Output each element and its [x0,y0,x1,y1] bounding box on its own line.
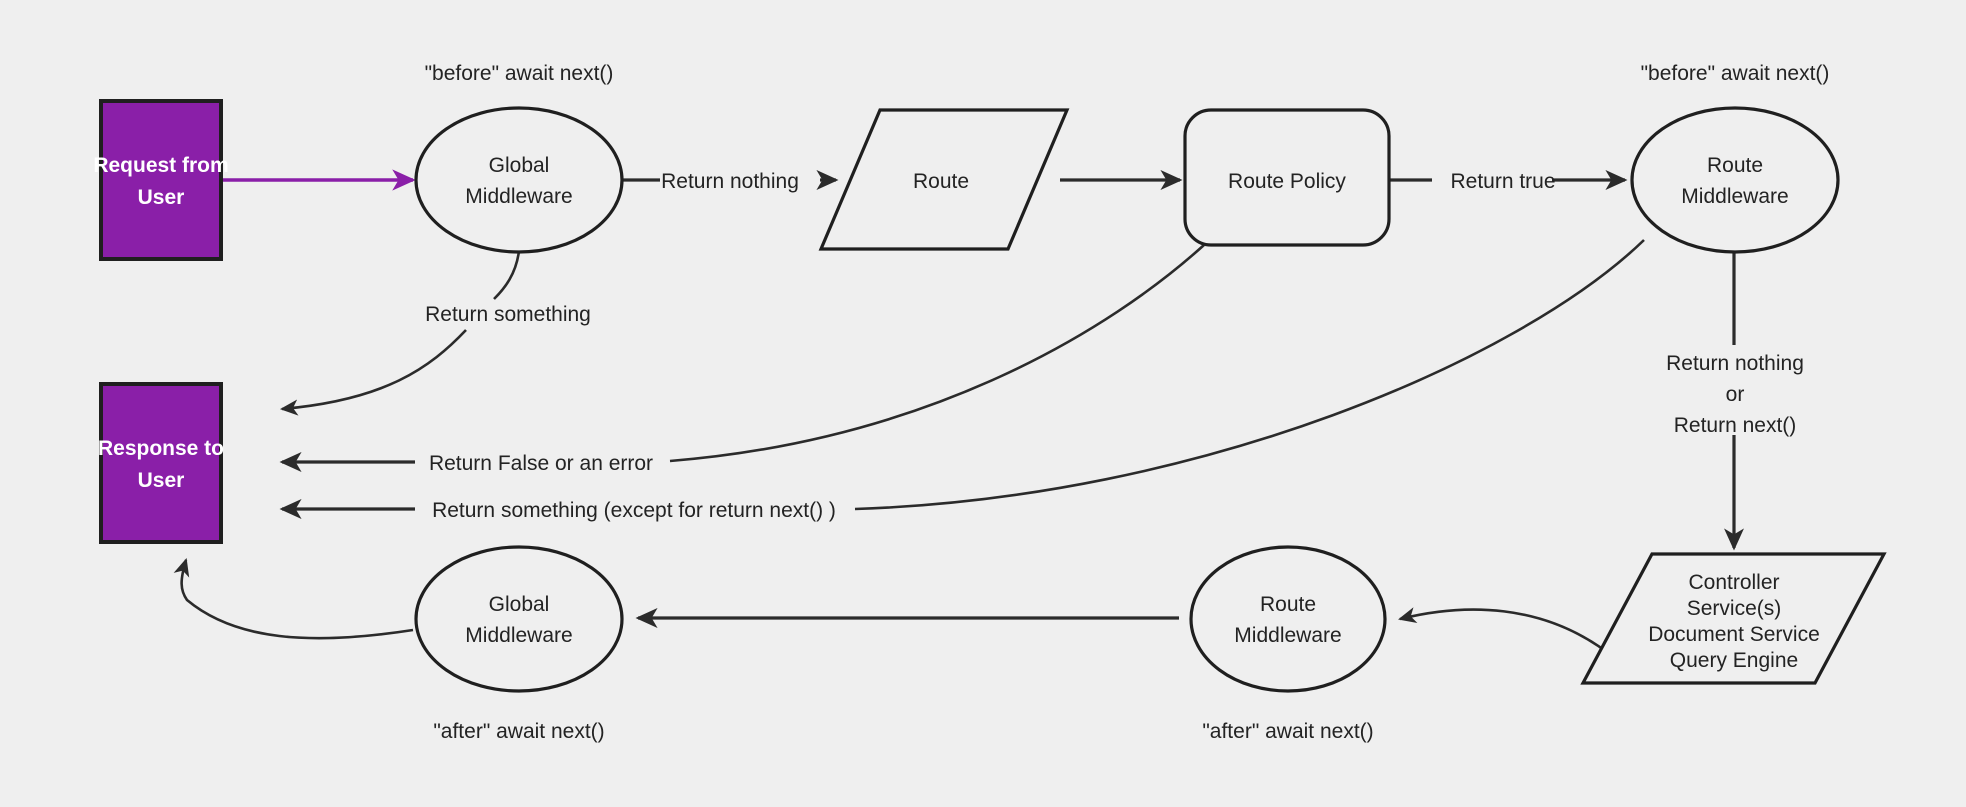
route-middleware-top-shape[interactable] [1630,106,1840,254]
edge-route-policy-to-response [669,244,1205,463]
global-middleware-top-label-line1: Global [489,154,550,177]
global-middleware-bottom-label-line1: Global [489,593,550,616]
edge-route-middleware-to-response [854,239,1645,511]
request-terminal-label-line2: User [138,186,185,209]
edge-label-return-nothing-or-next-line3: Return next() [1674,414,1797,437]
global-middleware-top-shape[interactable] [414,106,624,254]
route-middleware-top-label-line1: Route [1707,154,1763,177]
route-shape[interactable] [818,108,1070,251]
edge-global-middleware-return-something-lower [279,329,467,416]
annotation-after-global-middleware: "after" await next() [433,720,604,743]
edge-label-return-something: Return something [425,303,591,326]
controller-stack-label-line4: Query Engine [1670,649,1798,672]
edge-global-middleware-bottom-to-response [173,558,414,640]
edge-label-return-nothing-or-next-line2: or [1726,383,1745,406]
controller-stack-label-line1: Controller [1688,571,1779,594]
edge-label-return-something-except-next: Return something (except for return next… [432,499,836,522]
response-terminal-label-line2: User [138,469,185,492]
edge-label-return-nothing: Return nothing [661,170,799,193]
route-middleware-bottom-label-line2: Middleware [1234,624,1341,647]
route-middleware-bottom-shape[interactable] [1189,545,1387,693]
controller-stack-shape[interactable] [1580,552,1887,685]
response-terminal-label-line1: Response to [98,437,224,460]
edge-label-return-true: Return true [1450,170,1555,193]
annotation-before-global-middleware: "before" await next() [425,62,614,85]
route-middleware-bottom-label-line1: Route [1260,593,1316,616]
global-middleware-bottom-shape[interactable] [414,545,624,693]
request-terminal-box[interactable] [99,99,223,261]
edge-controller-to-route-middleware-bottom [1398,607,1618,661]
edge-global-middleware-return-something-upper [493,250,521,300]
controller-stack-label-line3: Document Service [1648,623,1820,646]
annotation-after-route-middleware: "after" await next() [1202,720,1373,743]
response-terminal-box[interactable] [99,382,223,544]
request-terminal-label-line1: Request from [93,154,228,177]
route-policy-shape[interactable] [1183,108,1391,247]
route-policy-label: Route Policy [1228,170,1346,193]
edge-label-return-false-or-error: Return False or an error [429,452,653,475]
route-label: Route [913,170,969,193]
global-middleware-top-label-line2: Middleware [465,185,572,208]
annotation-before-route-middleware: "before" await next() [1641,62,1830,85]
edge-label-return-nothing-or-next-line1: Return nothing [1666,352,1804,375]
route-middleware-top-label-line2: Middleware [1681,185,1788,208]
controller-stack-label-line2: Service(s) [1687,597,1782,620]
global-middleware-bottom-label-line2: Middleware [465,624,572,647]
